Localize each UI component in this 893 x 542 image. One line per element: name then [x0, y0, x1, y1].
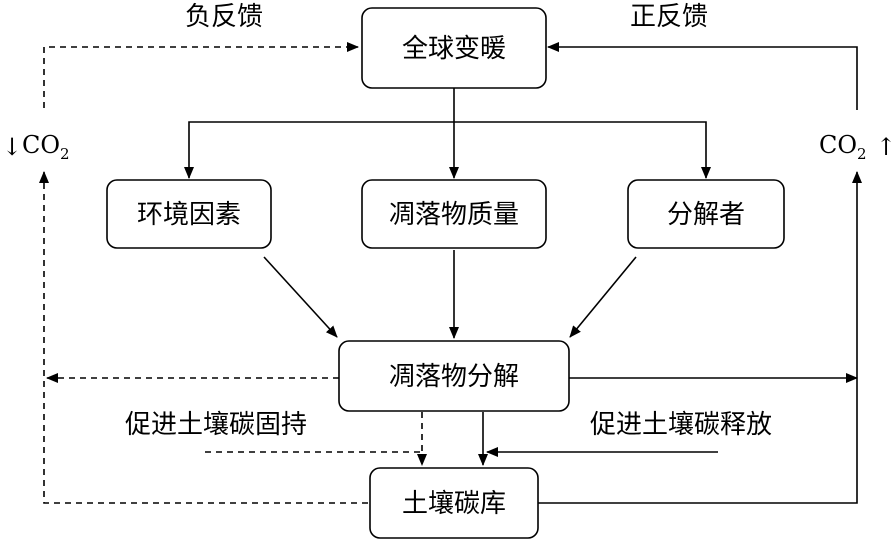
co2-right-arrow: ↑: [876, 133, 893, 161]
co2-left-label: ↓ CO2: [2, 131, 70, 163]
arrow-warming-to-decomposer: [454, 121, 711, 179]
node-litter-decomposition: 凋落物分解: [338, 340, 570, 412]
arrow-soil-pool-to-left-co2: [39, 171, 368, 504]
co2-left-base: CO: [22, 131, 60, 159]
node-decomposer: 分解者: [627, 179, 785, 249]
co2-left-arrow: ↓: [2, 133, 22, 161]
node-litter-quality-label: 凋落物质量: [389, 200, 519, 230]
arrow-warming-to-environment: [184, 121, 454, 179]
arrows-warming-to-factors: [184, 88, 711, 179]
arrow-environment-to-decomposition: [263, 256, 338, 338]
arrow-decomposer-to-decomposition: [569, 256, 637, 338]
positive-feedback-label: 正反馈: [630, 2, 708, 32]
co2-right-label: CO2 ↑: [819, 131, 893, 163]
negative-feedback-label: 负反馈: [185, 2, 263, 32]
arrows-factors-to-decomposition: [263, 250, 637, 339]
promote-release-label: 促进土壤碳释放: [590, 410, 772, 440]
node-soil-carbon-pool: 土壤碳库: [369, 467, 539, 539]
arrow-soil-pool-to-right-co2: [538, 171, 862, 504]
node-global-warming: 全球变暖: [361, 7, 547, 89]
node-soil-carbon-pool-label: 土壤碳库: [402, 489, 506, 519]
svg-text:CO2: CO2: [819, 131, 867, 163]
positive-feedback-loop: [538, 42, 862, 504]
node-decomposer-label: 分解者: [667, 200, 745, 230]
node-litter-quality: 凋落物质量: [361, 179, 547, 249]
node-litter-decomposition-label: 凋落物分解: [389, 362, 519, 392]
node-environment-label: 环境因素: [137, 200, 241, 230]
promote-fixation-label: 促进土壤碳固持: [125, 410, 307, 440]
svg-text:CO2: CO2: [22, 131, 70, 163]
negative-feedback-loop: [39, 42, 368, 504]
co2-left-subscript: 2: [60, 145, 70, 163]
arrows-into-soil-pool: [205, 412, 718, 466]
node-environment: 环境因素: [106, 179, 272, 249]
node-global-warming-label: 全球变暖: [402, 34, 506, 64]
co2-right-subscript: 2: [857, 145, 867, 163]
arrow-left-co2-to-warming: [43, 42, 359, 108]
arrow-right-co2-to-warming: [547, 42, 858, 110]
co2-right-base: CO: [819, 131, 857, 159]
